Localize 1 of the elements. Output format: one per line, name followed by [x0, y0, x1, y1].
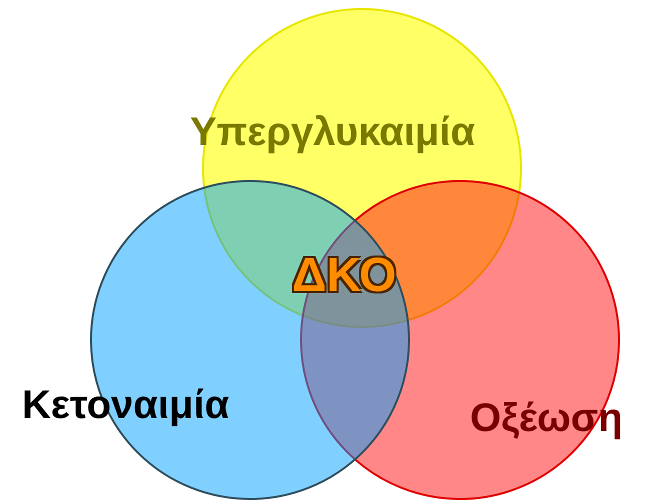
- overlap-label: ΔΚΟ: [292, 252, 396, 300]
